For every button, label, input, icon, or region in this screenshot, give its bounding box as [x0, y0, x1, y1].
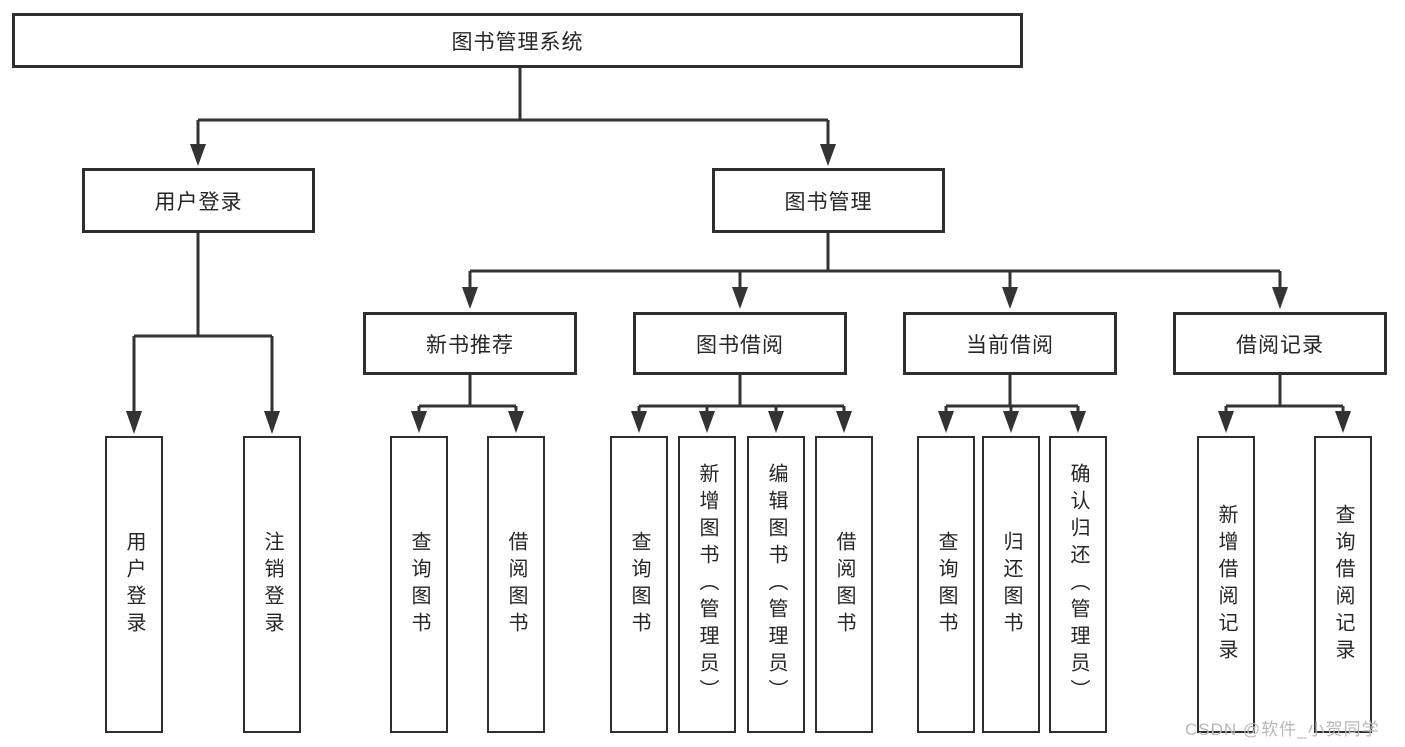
leaf-query-books-1: 查询图书 [390, 436, 448, 733]
leaf-query-borrow-record: 查询借阅记录 [1314, 436, 1372, 733]
leaf-label: 查询图书 [408, 530, 430, 639]
leaf-label: 新增图书（管理员） [696, 463, 718, 706]
leaf-add-borrow-record: 新增借阅记录 [1197, 436, 1255, 733]
csdn-watermark: CSDN @软件_小贺同学 [1185, 720, 1380, 739]
leaf-label: 借阅图书 [833, 530, 855, 639]
leaf-label: 编辑图书（管理员） [765, 463, 787, 706]
leaf-query-books-3: 查询图书 [917, 436, 975, 733]
node-borrow-records: 借阅记录 [1173, 312, 1387, 375]
node-new-book-recommend: 新书推荐 [363, 312, 577, 375]
leaf-label: 归还图书 [1000, 530, 1022, 639]
node-user-login: 用户登录 [82, 168, 315, 233]
node-book-management-system: 图书管理系统 [12, 13, 1023, 68]
leaf-borrow-books-1: 借阅图书 [487, 436, 545, 733]
node-current-borrow: 当前借阅 [903, 312, 1117, 375]
node-book-borrow: 图书借阅 [633, 312, 847, 375]
leaf-label: 查询借阅记录 [1332, 503, 1354, 666]
leaf-label: 确认归还（管理员） [1067, 463, 1089, 706]
leaf-label: 用户登录 [123, 530, 145, 639]
leaf-edit-books-admin: 编辑图书（管理员） [747, 436, 805, 733]
leaf-user-login: 用户登录 [105, 436, 163, 733]
leaf-label: 查询图书 [935, 530, 957, 639]
leaf-label: 查询图书 [628, 530, 650, 639]
arrowhead-icons [126, 144, 1351, 434]
leaf-label: 新增借阅记录 [1215, 503, 1237, 666]
leaf-logout: 注销登录 [243, 436, 301, 733]
leaf-add-books-admin: 新增图书（管理员） [678, 436, 736, 733]
leaf-confirm-return-admin: 确认归还（管理员） [1049, 436, 1107, 733]
leaf-label: 注销登录 [261, 530, 283, 639]
leaf-borrow-books-2: 借阅图书 [815, 436, 873, 733]
leaf-label: 借阅图书 [505, 530, 527, 639]
leaf-query-books-2: 查询图书 [610, 436, 668, 733]
node-book-management: 图书管理 [712, 168, 945, 233]
leaf-return-books: 归还图书 [982, 436, 1040, 733]
